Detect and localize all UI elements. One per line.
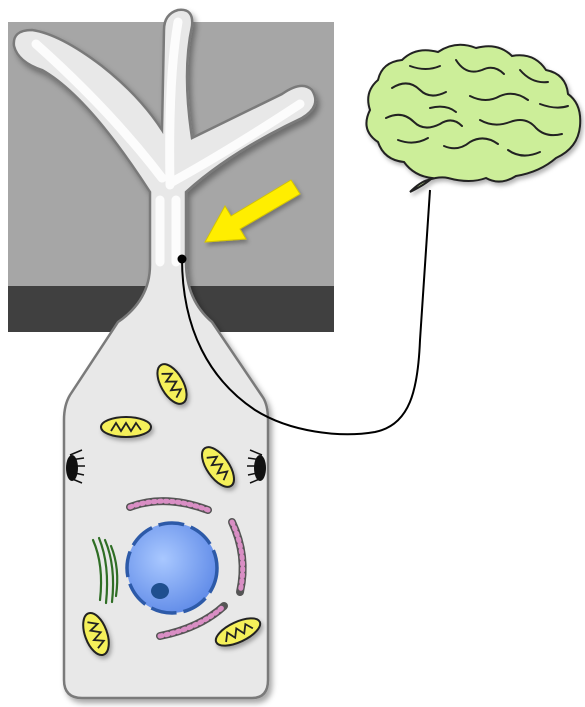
nerve-ending-dot	[178, 255, 187, 264]
brain-icon	[366, 45, 580, 192]
mitochondrion	[101, 417, 151, 437]
nucleus	[127, 523, 217, 613]
nucleolus	[151, 583, 169, 599]
brain	[366, 45, 580, 192]
nucleus-body	[127, 523, 217, 613]
